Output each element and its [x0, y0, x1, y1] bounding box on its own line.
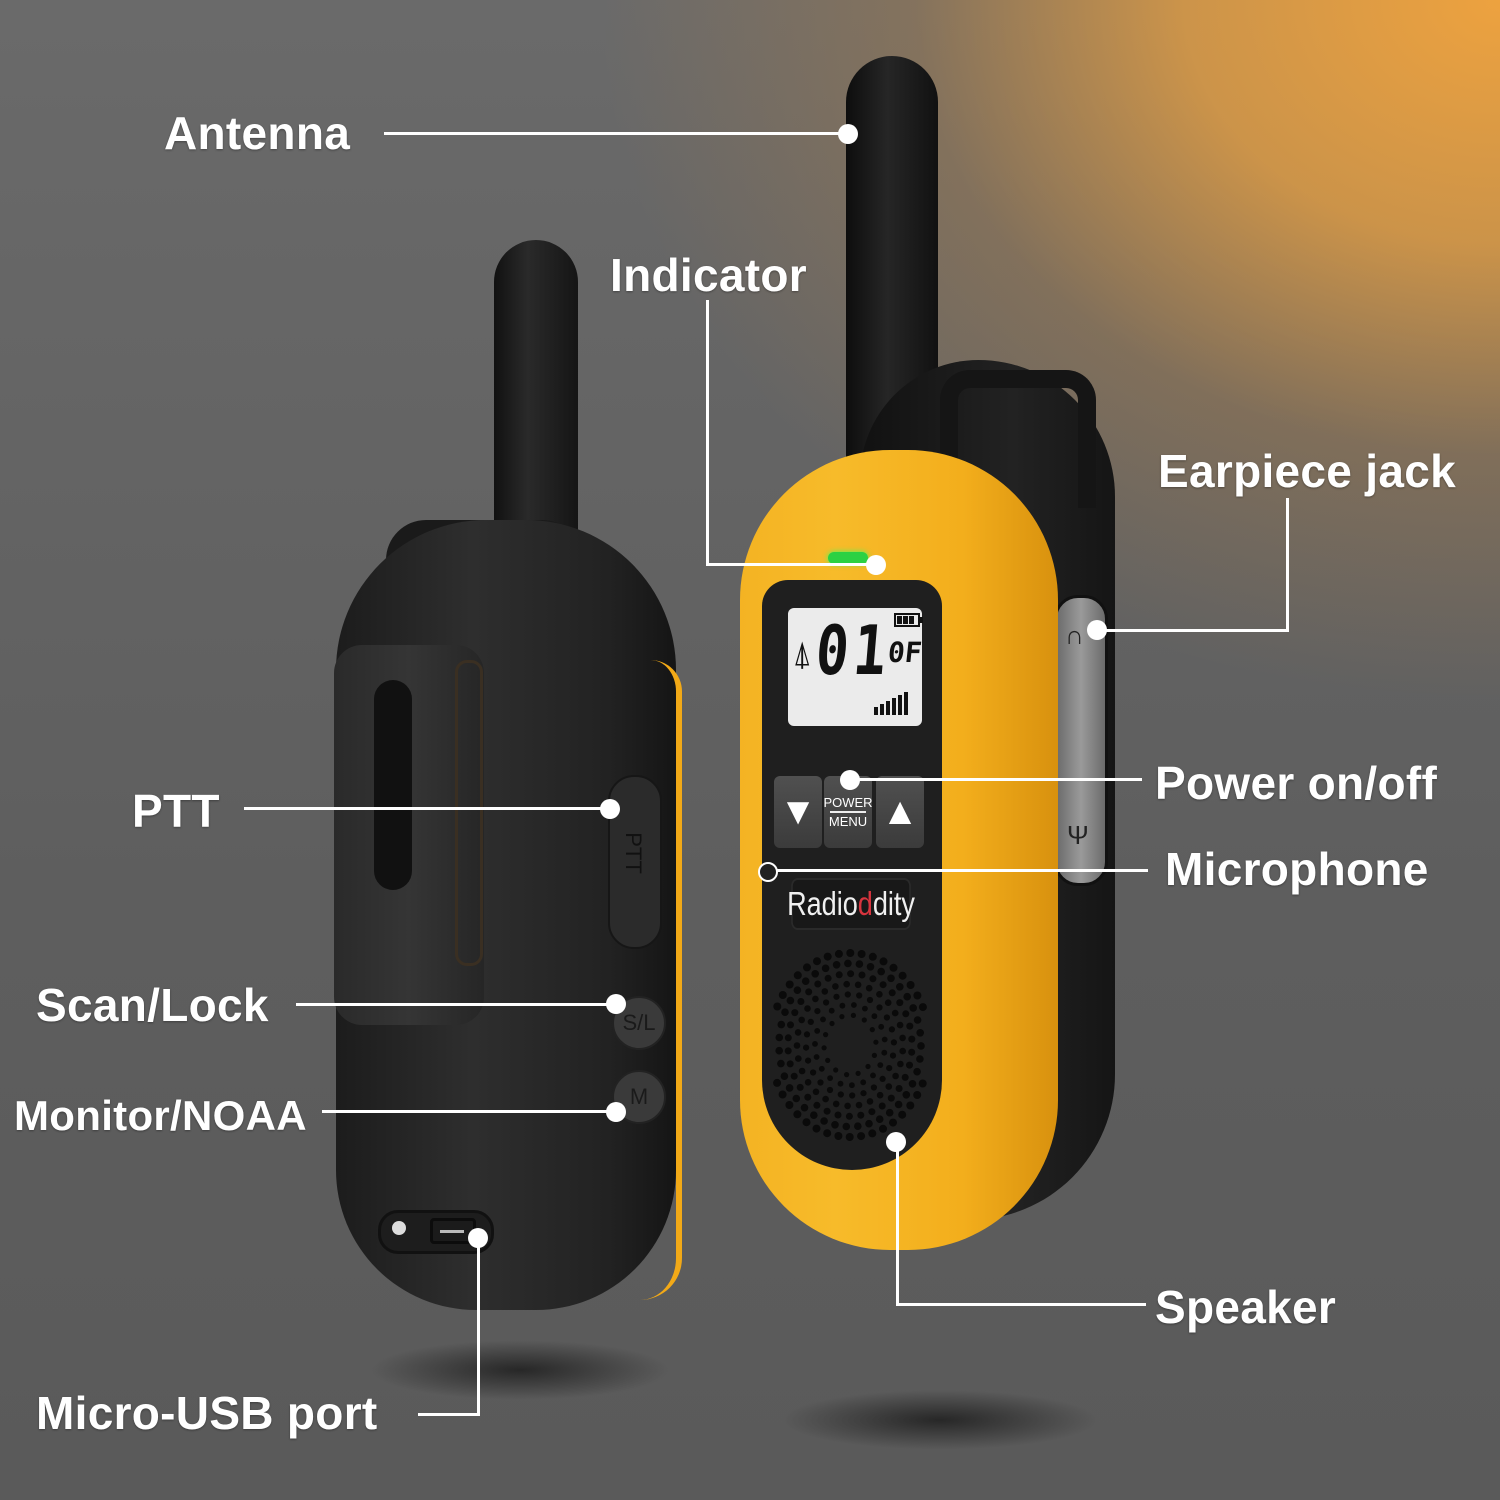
callout-microphone: Microphone [1165, 843, 1429, 895]
battery-level [897, 616, 915, 624]
signal-bars-icon [874, 692, 908, 715]
callout-dot-speaker [886, 1132, 906, 1152]
front-radio-shadow [780, 1390, 1100, 1450]
down-arrow-icon: ▼ [779, 791, 817, 833]
charge-led [392, 1221, 406, 1235]
tower-icon: ⍋ [792, 635, 813, 673]
down-button[interactable]: ▼ [774, 776, 822, 848]
callout-micro-usb: Micro-USB port [36, 1387, 378, 1439]
callout-speaker: Speaker [1155, 1281, 1337, 1333]
up-arrow-icon: ▲ [881, 791, 919, 833]
rear-radio-shadow [370, 1340, 670, 1400]
microphone-jack-icon: Ψ [1067, 820, 1089, 850]
callout-scan-lock: Scan/Lock [36, 979, 269, 1031]
callout-line-speaker-h [896, 1303, 1146, 1306]
callout-line-indicator-h [706, 563, 872, 566]
callout-monitor-noaa: Monitor/NOAA [14, 1092, 307, 1139]
lcd-sub-code: 0F [886, 636, 924, 669]
callout-indicator: Indicator [610, 249, 807, 301]
menu-label: MENU [828, 814, 868, 829]
callout-dot-ptt [600, 799, 620, 819]
scan-lock-button-label: S/L [622, 1010, 656, 1035]
indicator-led [828, 552, 868, 564]
belt-clip-ridge [455, 660, 483, 966]
keypad: ▼ POWER MENU ▲ [774, 776, 926, 848]
earpiece-jack-cover[interactable]: ∩ Ψ [1054, 595, 1108, 886]
ptt-button-label: PTT [621, 832, 646, 874]
key-divider [830, 811, 866, 813]
callout-ring-microphone [758, 862, 778, 882]
callout-dot-usb [468, 1228, 488, 1248]
brand-suffix: dity [872, 885, 915, 922]
callout-antenna: Antenna [164, 107, 351, 159]
callout-dot-earpiece [1087, 620, 1107, 640]
callout-power: Power on/off [1155, 757, 1438, 809]
callout-line-earpiece-v [1286, 498, 1289, 632]
brand-accent: d [857, 885, 873, 922]
power-label: POWER [823, 795, 873, 810]
callout-line-power [850, 778, 1142, 781]
callout-line-monitor [322, 1110, 618, 1113]
brand-prefix: Radio [787, 885, 858, 922]
callout-dot-antenna [838, 124, 858, 144]
callout-dot-monitor [606, 1102, 626, 1122]
micro-usb-pin [440, 1230, 464, 1233]
callout-dot-scan-lock [606, 994, 626, 1014]
callout-line-ptt [244, 807, 610, 810]
rear-yellow-trim [640, 660, 682, 1300]
headphone-icon: ∩ [1065, 620, 1084, 650]
callout-ptt: PTT [132, 785, 220, 837]
callout-earpiece-jack: Earpiece jack [1158, 445, 1457, 497]
callout-line-earpiece-h [1098, 629, 1289, 632]
battery-icon [894, 613, 923, 627]
speaker-grille [773, 949, 927, 1141]
callout-line-scan-lock [296, 1003, 616, 1006]
callout-line-antenna [384, 132, 846, 135]
callout-line-usb-v [477, 1238, 480, 1416]
callout-line-usb-h [418, 1413, 480, 1416]
monitor-button-label: M [629, 1084, 649, 1109]
callout-line-speaker-v [896, 1142, 899, 1306]
lcd-channel: 01 [812, 612, 895, 691]
callout-line-microphone [768, 869, 1148, 872]
callout-dot-indicator [866, 555, 886, 575]
callout-dot-power [840, 770, 860, 790]
callout-line-indicator-v [706, 300, 709, 566]
belt-clip-slot [374, 680, 412, 890]
up-button[interactable]: ▲ [876, 776, 924, 848]
